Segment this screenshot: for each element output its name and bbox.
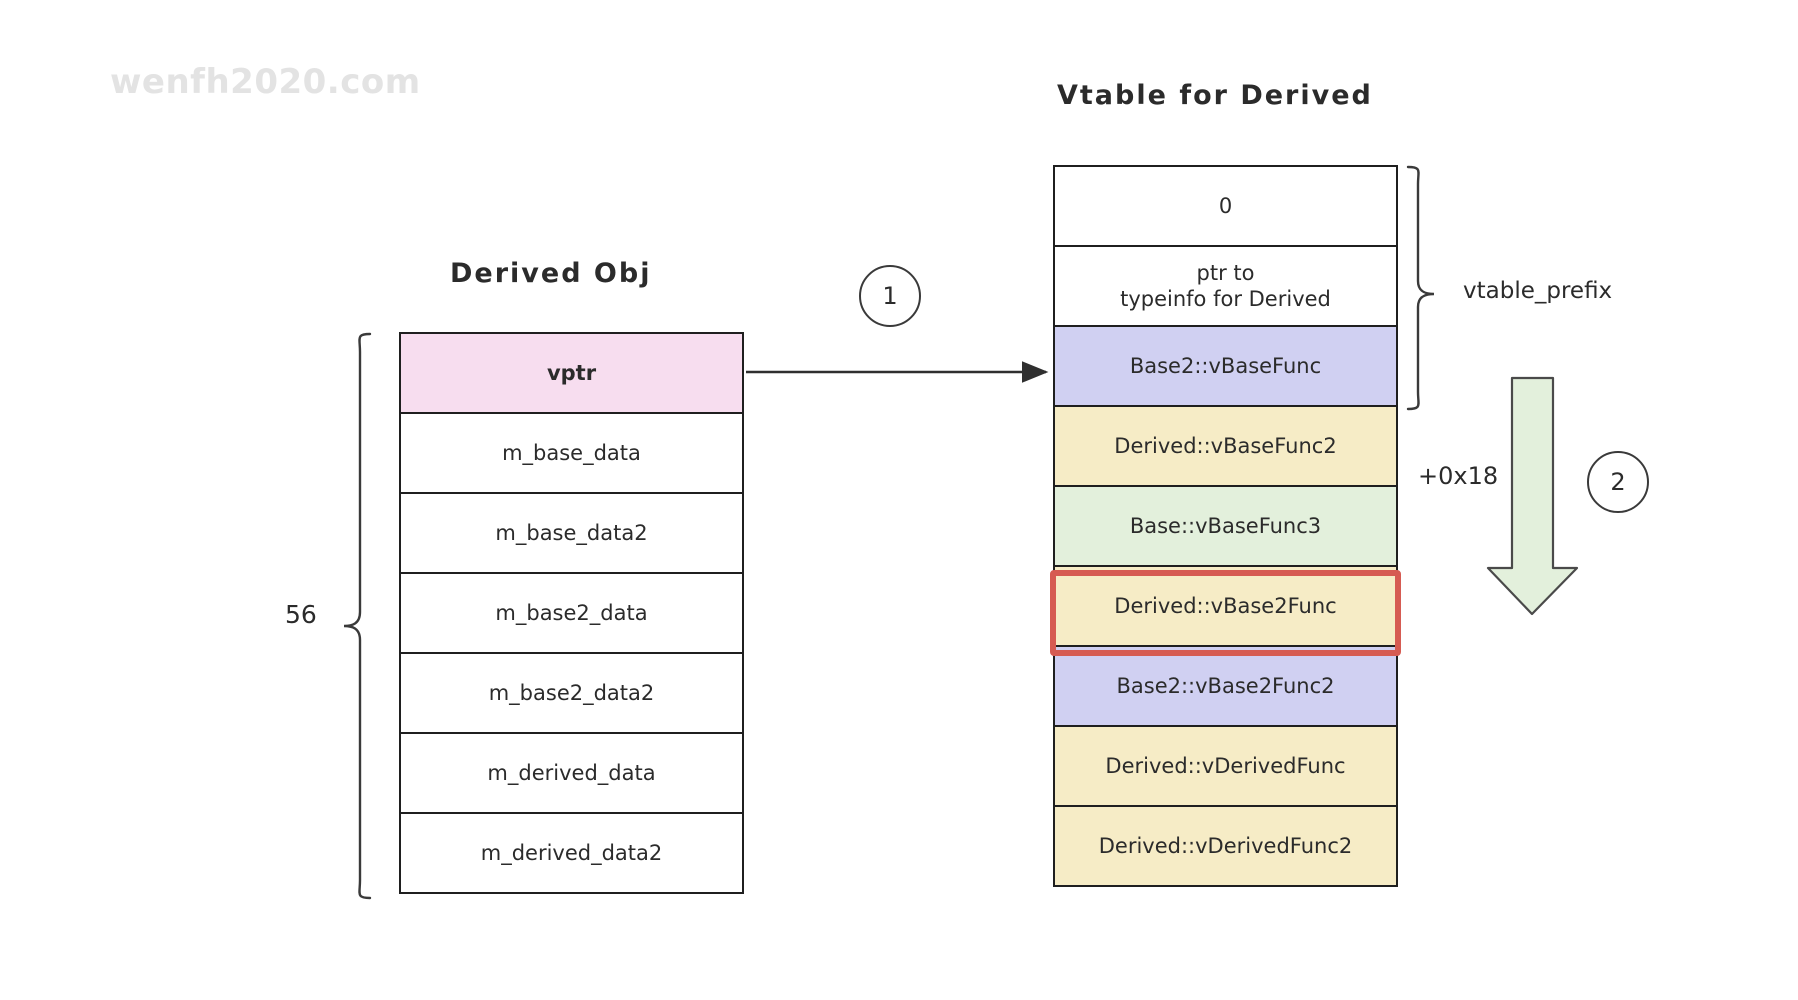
object-row-vptr[interactable]: vptr (401, 334, 742, 414)
vtable-row-derived-vbase2func[interactable]: Derived::vBase2Func (1055, 567, 1396, 647)
object-panel-title: Derived Obj (450, 258, 652, 289)
vtable-row-base-vbasefunc3[interactable]: Base::vBaseFunc3 (1055, 487, 1396, 567)
step-marker-1-number: 1 (882, 282, 898, 310)
vtable-panel-title: Vtable for Derived (1057, 80, 1373, 111)
step-marker-1[interactable]: 1 (859, 265, 921, 327)
vtable-table: 0 ptr to typeinfo for Derived Base2::vBa… (1053, 165, 1398, 887)
vtable-prefix-brace (1406, 165, 1435, 411)
object-row-m-base2-data[interactable]: m_base2_data (401, 574, 742, 654)
step-marker-2-number: 2 (1610, 468, 1626, 496)
object-row-m-base-data2[interactable]: m_base_data2 (401, 494, 742, 574)
object-size-label: 56 (285, 600, 317, 629)
step-marker-2[interactable]: 2 (1587, 451, 1649, 513)
vtable-offset-label: +0x18 (1418, 462, 1499, 490)
vtable-row-base2-vbasefunc[interactable]: Base2::vBaseFunc (1055, 327, 1396, 407)
watermark-text: wenfh2020.com (110, 62, 421, 102)
object-row-m-derived-data2[interactable]: m_derived_data2 (401, 814, 742, 894)
object-row-m-base-data[interactable]: m_base_data (401, 414, 742, 494)
vtable-row-derived-vbasefunc2[interactable]: Derived::vBaseFunc2 (1055, 407, 1396, 487)
vtable-row-base2-vbase2func2[interactable]: Base2::vBase2Func2 (1055, 647, 1396, 727)
vtable-row-derived-vderivedfunc[interactable]: Derived::vDerivedFunc (1055, 727, 1396, 807)
vtable-scan-down-arrow (1486, 376, 1579, 616)
object-row-m-derived-data[interactable]: m_derived_data (401, 734, 742, 814)
object-size-brace (343, 332, 372, 900)
vtable-prefix-label: vtable_prefix (1463, 278, 1613, 304)
object-row-m-base2-data2[interactable]: m_base2_data2 (401, 654, 742, 734)
vtable-row-derived-vderivedfunc2[interactable]: Derived::vDerivedFunc2 (1055, 807, 1396, 887)
derived-object-table: vptr m_base_data m_base_data2 m_base2_da… (399, 332, 744, 894)
vtable-row-offset-to-top[interactable]: 0 (1055, 167, 1396, 247)
vtable-row-typeinfo-ptr[interactable]: ptr to typeinfo for Derived (1055, 247, 1396, 327)
